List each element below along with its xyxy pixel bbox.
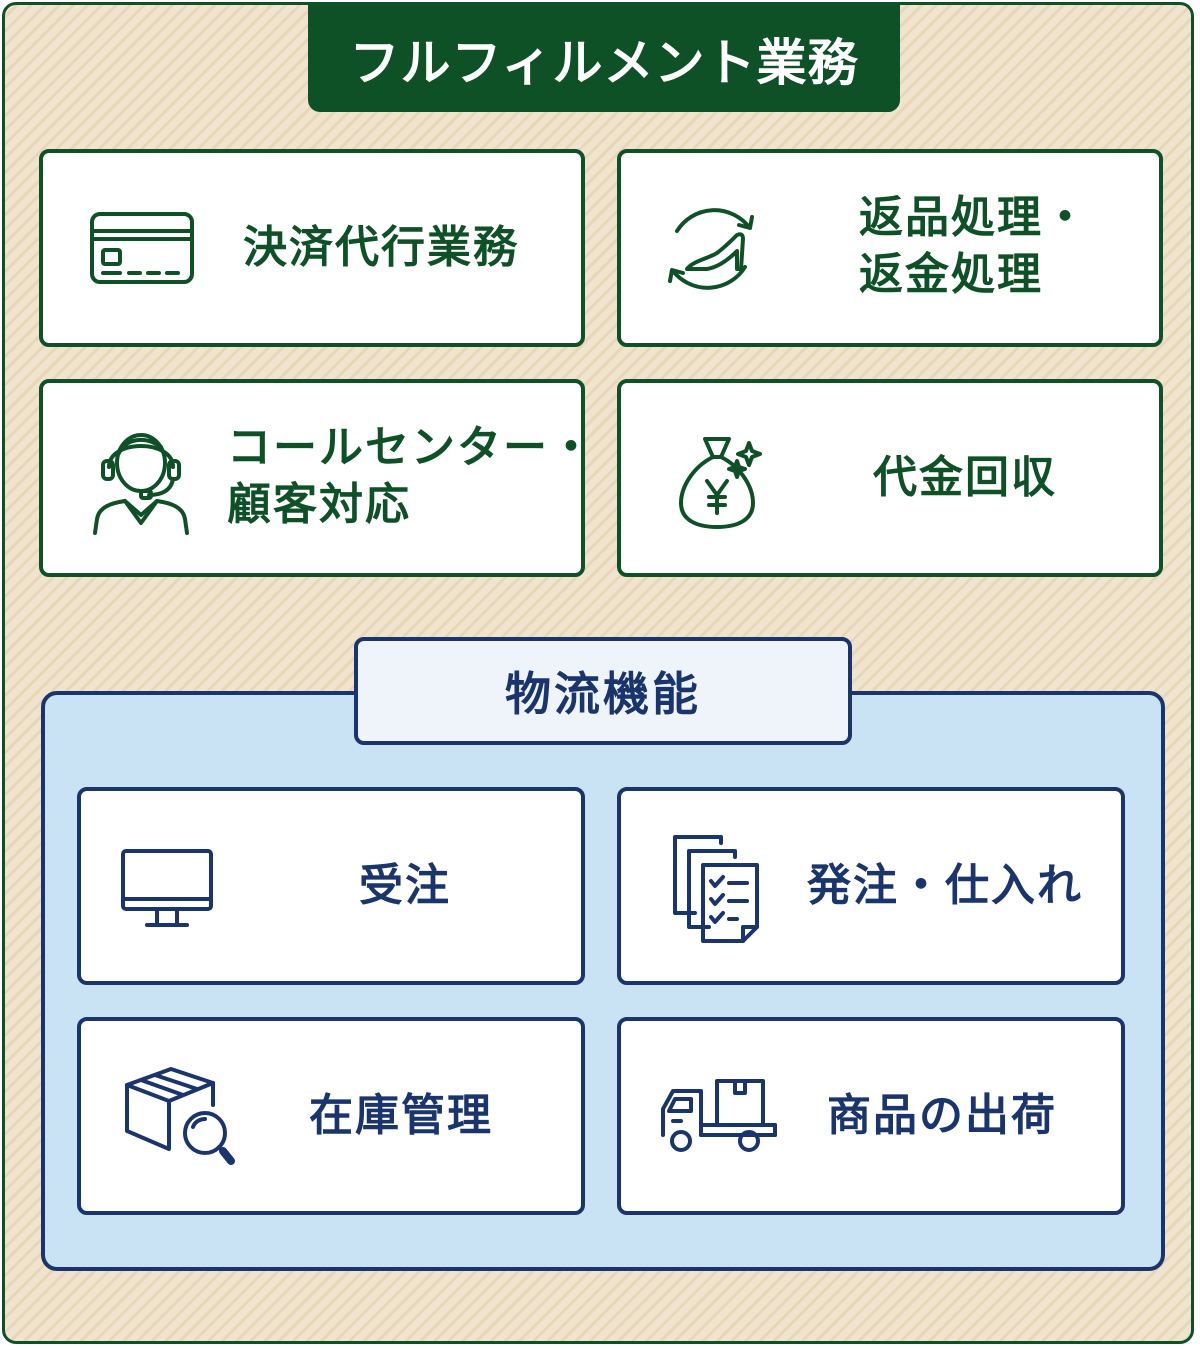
box-search-icon xyxy=(125,1067,235,1165)
computer-monitor-icon xyxy=(121,849,213,927)
card-cash-collection: 代金回収 xyxy=(617,379,1163,577)
card-returns-refunds-label: 返品処理・ 返金処理 xyxy=(859,192,1089,301)
money-bag-yen-icon xyxy=(679,437,762,529)
card-payment-agency: 決済代行業務 xyxy=(39,149,585,347)
call-center-operator-icon xyxy=(93,433,189,535)
card-purchasing: 発注・仕入れ xyxy=(617,787,1125,985)
card-product-shipping: 商品の出荷 xyxy=(617,1017,1125,1215)
card-call-center-label: コールセンター・ 顧客対応 xyxy=(227,422,595,531)
logistics-title: 物流機能 xyxy=(354,637,852,745)
fulfillment-title: フルフィルメント業務 xyxy=(308,5,900,112)
credit-card-icon xyxy=(90,212,194,284)
card-purchasing-label: 発注・仕入れ xyxy=(807,860,1083,911)
order-documents-icon xyxy=(673,835,759,943)
card-payment-agency-label: 決済代行業務 xyxy=(243,222,519,273)
delivery-truck-icon xyxy=(661,1079,777,1152)
card-order-receiving-label: 受注 xyxy=(359,860,451,911)
card-cash-collection-label: 代金回収 xyxy=(873,452,1057,503)
card-returns-refunds: 返品処理・ 返金処理 xyxy=(617,149,1163,347)
card-order-receiving: 受注 xyxy=(77,787,585,985)
card-product-shipping-label: 商品の出荷 xyxy=(827,1090,1057,1141)
shoe-return-icon xyxy=(668,208,754,290)
card-inventory-management: 在庫管理 xyxy=(77,1017,585,1215)
card-call-center: コールセンター・ 顧客対応 xyxy=(39,379,593,577)
card-inventory-management-label: 在庫管理 xyxy=(309,1090,493,1141)
